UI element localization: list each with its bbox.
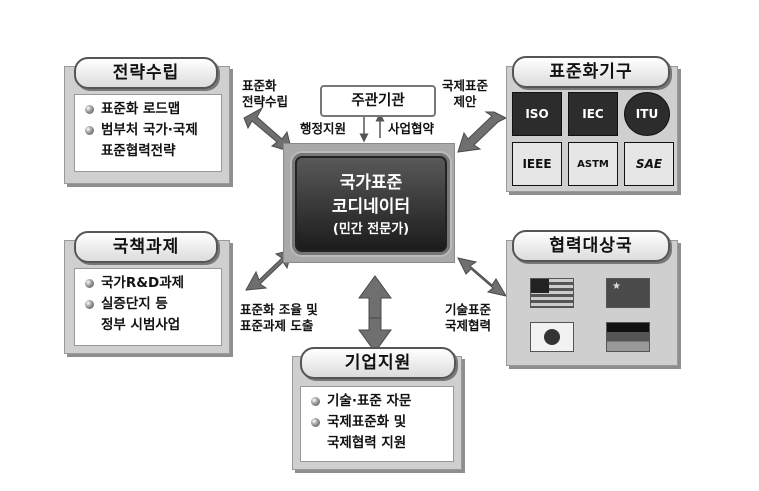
list-item: 국제표준화 및 bbox=[311, 412, 447, 433]
bullet-icon bbox=[311, 418, 320, 427]
projects-item-rnd: 국가R&D과제 bbox=[101, 275, 185, 291]
list-item: 실증단지 등 bbox=[85, 294, 215, 315]
national-projects-title: 국책과제 bbox=[74, 231, 218, 263]
strategy-item-cooperation: 표준협력전략 bbox=[101, 143, 176, 159]
standards-bodies-title: 표준화기구 bbox=[512, 56, 670, 88]
center-line1: 국가표준 bbox=[339, 173, 403, 193]
us-flag-icon bbox=[530, 278, 574, 308]
list-item: 국가R&D과제 bbox=[85, 273, 215, 294]
label-tech-line2: 국제협력 bbox=[445, 318, 492, 333]
list-item: 범부처 국가·국제 bbox=[85, 120, 215, 141]
projects-item-pilot: 정부 시범사업 bbox=[101, 317, 181, 333]
bullet-icon bbox=[85, 105, 94, 114]
sae-logo-icon: SAE bbox=[624, 142, 674, 186]
label-intl-proposal: 국제표준 제안 bbox=[442, 78, 488, 110]
support-item-cooperation: 국제협력 지원 bbox=[327, 435, 407, 451]
support-item-advice: 기술·표준 자문 bbox=[327, 393, 412, 409]
arrow-tech bbox=[457, 257, 508, 297]
list-item: 정부 시범사업 bbox=[85, 315, 215, 336]
iso-logo-icon: ISO bbox=[512, 92, 562, 136]
label-intl-proposal-line1: 국제표준 bbox=[442, 78, 489, 93]
list-item: 표준화 로드맵 bbox=[85, 99, 215, 120]
strategy-list: 표준화 로드맵 범부처 국가·국제 표준협력전략 bbox=[74, 94, 222, 172]
bullet-icon bbox=[311, 397, 320, 406]
bullet-icon bbox=[85, 279, 94, 288]
label-tech-line1: 기술표준 bbox=[445, 302, 492, 317]
center-line2: 코디네이터 bbox=[331, 197, 411, 217]
support-item-intl-std: 국제표준화 및 bbox=[327, 414, 407, 430]
bullet-icon bbox=[85, 126, 94, 135]
strategy-title: 전략수립 bbox=[74, 57, 218, 89]
arrow-business bbox=[358, 275, 392, 353]
business-support-title: 기업지원 bbox=[300, 347, 456, 379]
projects-item-demo: 실증단지 등 bbox=[101, 296, 168, 312]
list-item: 기술·표준 자문 bbox=[311, 391, 447, 412]
china-flag-icon: ★ bbox=[606, 278, 650, 308]
ieee-logo-icon: IEEE bbox=[512, 142, 562, 186]
business-support-list: 기술·표준 자문 국제표준화 및 국제협력 지원 bbox=[300, 386, 454, 462]
center-line3: (민간 전문가) bbox=[332, 222, 410, 237]
partner-countries-title: 협력대상국 bbox=[512, 230, 670, 262]
us-flag-canton bbox=[531, 279, 549, 293]
japan-flag-icon bbox=[530, 322, 574, 352]
arrow-intl-proposal bbox=[457, 111, 508, 153]
label-tech-arrow: 기술표준 국제협력 bbox=[445, 302, 491, 334]
label-strategy-arrow: 표준화 전략수립 bbox=[242, 78, 288, 110]
top-org-box: 주관기관 bbox=[320, 85, 436, 117]
list-item: 국제협력 지원 bbox=[311, 433, 447, 454]
japan-flag-sun bbox=[544, 329, 560, 345]
label-projects-line2: 표준과제 도출 bbox=[240, 318, 314, 333]
label-admin: 행정지원 bbox=[300, 121, 347, 136]
center-coordinator-box: 국가표준 코디네이터 (민간 전문가) bbox=[292, 153, 450, 255]
strategy-item-interministry: 범부처 국가·국제 bbox=[101, 122, 198, 138]
label-strategy-line2: 전략수립 bbox=[242, 94, 289, 109]
label-strategy-line1: 표준화 bbox=[242, 78, 277, 93]
label-intl-proposal-line2: 제안 bbox=[453, 94, 477, 109]
iec-logo-icon: IEC bbox=[568, 92, 618, 136]
germany-flag-icon bbox=[606, 322, 650, 352]
national-projects-list: 국가R&D과제 실증단지 등 정부 시범사업 bbox=[74, 268, 222, 346]
list-item: 표준협력전략 bbox=[85, 141, 215, 162]
label-business-agreement: 사업협약 bbox=[388, 121, 435, 136]
label-projects-arrow: 표준화 조율 및 표준과제 도출 bbox=[240, 302, 318, 334]
itu-logo-icon: ITU bbox=[624, 92, 670, 136]
bullet-icon bbox=[85, 300, 94, 309]
china-flag-star: ★ bbox=[612, 281, 621, 292]
label-projects-line1: 표준화 조율 및 bbox=[240, 302, 318, 317]
astm-logo-icon: ASTM bbox=[568, 142, 618, 186]
strategy-item-roadmap: 표준화 로드맵 bbox=[101, 101, 181, 117]
